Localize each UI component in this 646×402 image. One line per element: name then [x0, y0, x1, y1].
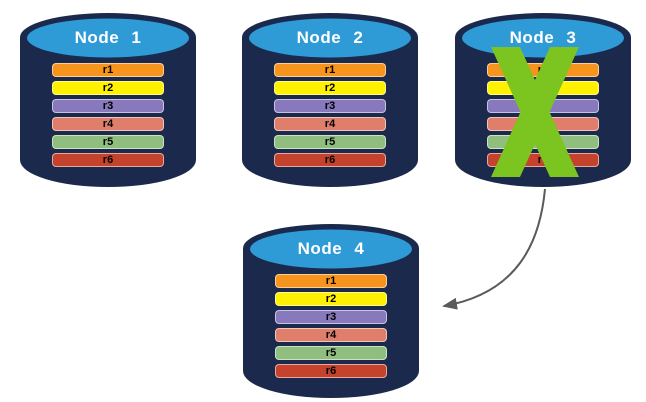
node-2: Node 2 r1 r2 r3 r4 r5 r6	[239, 7, 421, 191]
replica-bar: r5	[52, 135, 164, 149]
replica-list: r1 r2 r3 r4 r5 r6	[275, 274, 387, 382]
node-1: Node 1 r1 r2 r3 r4 r5 r6	[17, 7, 199, 191]
replica-bar: r2	[275, 292, 387, 306]
node-title: Node 3	[509, 28, 577, 47]
replica-bar: r1	[52, 63, 164, 77]
replica-list: r1 r2 r3 r4 r5 r6	[274, 63, 386, 171]
failure-x-icon	[491, 47, 579, 177]
replica-bar: r4	[274, 117, 386, 131]
replica-bar: r4	[52, 117, 164, 131]
replica-bar: r3	[275, 310, 387, 324]
replica-bar: r5	[275, 346, 387, 360]
node-4: Node 4 r1 r2 r3 r4 r5 r6	[240, 218, 422, 402]
replica-bar: r2	[52, 81, 164, 95]
replica-bar: r1	[274, 63, 386, 77]
replica-list: r1 r2 r3 r4 r5 r6	[52, 63, 164, 171]
node-title: Node 1	[74, 28, 142, 47]
replica-bar: r1	[275, 274, 387, 288]
replica-bar: r3	[274, 99, 386, 113]
replica-bar: r3	[52, 99, 164, 113]
replica-bar: r4	[275, 328, 387, 342]
replica-bar: r2	[274, 81, 386, 95]
replica-bar: r6	[274, 153, 386, 167]
replica-bar: r5	[274, 135, 386, 149]
node-title: Node 2	[296, 28, 364, 47]
node-title: Node 4	[297, 239, 365, 258]
replica-bar: r6	[275, 364, 387, 378]
replica-bar: r6	[52, 153, 164, 167]
